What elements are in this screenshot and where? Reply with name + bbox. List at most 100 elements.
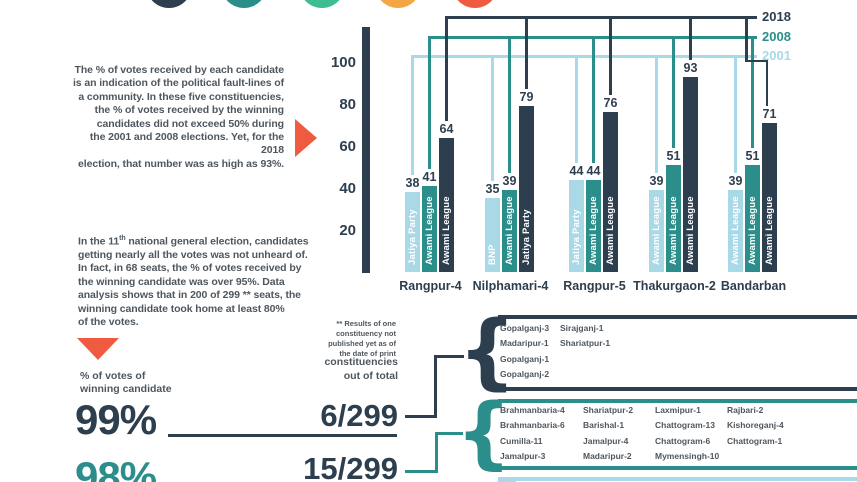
stat-fraction-6-299: 6/299 <box>320 398 398 433</box>
bar-2008-Nilphamari-4 <box>502 190 517 272</box>
y-tick-80: 80 <box>339 96 356 113</box>
connector-vertical-row1 <box>434 355 437 418</box>
legend-line-2001 <box>411 55 757 58</box>
pct-of-votes-label: % of votes of winning candidate <box>80 370 172 395</box>
y-tick-60: 60 <box>339 138 356 155</box>
list1-top-rule <box>498 315 857 319</box>
bar-2001-Thakurgaon-2 <box>649 190 664 272</box>
intro-paragraph: The % of votes received by each candidat… <box>72 64 284 170</box>
bar-party-label: BNP <box>487 244 498 265</box>
list2-top-rule <box>498 399 857 403</box>
bar-2008-Rangpur-5 <box>586 180 601 272</box>
bar-value-label: 39 <box>502 174 517 188</box>
bar-2001-Rangpur-5 <box>569 180 584 272</box>
legend-connector-2001-Rangpur-5 <box>575 55 578 163</box>
bar-2008-Thakurgaon-2 <box>666 165 681 272</box>
pointer-down-icon <box>77 338 119 360</box>
list1-column1: Gopalganj-3 Madaripur-1 Gopalganj-1 Gopa… <box>500 323 550 379</box>
bar-value-label: 71 <box>762 107 777 121</box>
brace-row2-icon: { <box>456 388 512 478</box>
category-label-Rangpur-5: Rangpur-5 <box>563 279 626 293</box>
stat-fraction-15-299: 15/299 <box>303 451 398 482</box>
legend-connector-2018-dogleg-v2 <box>765 59 768 106</box>
bar-2001-Bandarban <box>728 190 743 272</box>
bar-party-label: Awami League <box>605 196 616 265</box>
stat-percent-99: 99% <box>75 396 157 443</box>
connector-horizontal-row2 <box>435 432 463 435</box>
legend-connector-2008-Nilphamari-4 <box>508 36 511 173</box>
connector-dash-row1 <box>405 415 436 418</box>
list2-column1: Brahmanbaria-4 Brahmanbaria-6 Cumilla-11… <box>500 405 565 461</box>
row-divider-line <box>168 434 397 437</box>
header-circle-3 <box>299 0 345 8</box>
list2-column3: Laxmipur-1 Chattogram-13 Chattogram-6 My… <box>655 405 720 461</box>
y-axis-bar <box>362 27 370 273</box>
category-label-Thakurgaon-2: Thakurgaon-2 <box>633 279 716 293</box>
legend-connector-2008-Bandarban <box>751 36 754 148</box>
list2-bottom-rule <box>498 466 857 470</box>
bar-party-label: Awami League <box>730 196 741 265</box>
list2-column4: Rajbari-2 Kishoreganj-4 Chattogram-1 <box>727 405 784 446</box>
bar-party-label: Awami League <box>424 196 435 265</box>
header-circle-1 <box>146 0 192 8</box>
bar-party-label: Awami League <box>441 196 452 265</box>
legend-label-2018: 2018 <box>762 9 791 24</box>
bar-value-label: 64 <box>439 122 454 136</box>
category-label-Bandarban: Bandarban <box>720 279 787 293</box>
bar-value-label: 93 <box>683 61 698 75</box>
legend-label-2001: 2001 <box>762 48 791 63</box>
bar-2008-Rangpur-4 <box>422 186 437 272</box>
bar-2001-Nilphamari-4 <box>485 198 500 272</box>
bar-2018-Rangpur-5 <box>603 112 618 272</box>
list3-top-rule <box>498 477 857 481</box>
bar-party-label: Awami League <box>747 196 758 265</box>
bar-2018-Bandarban <box>762 123 777 272</box>
bar-party-label: Awami League <box>651 196 662 265</box>
second-paragraph-prefix: In the 11 <box>78 235 120 248</box>
bar-value-label: 79 <box>519 90 534 104</box>
connector-dash-row2 <box>405 470 436 473</box>
second-paragraph-rest: national general election, candidates ge… <box>78 235 309 328</box>
bar-2008-Bandarban <box>745 165 760 272</box>
category-label-Rangpur-4: Rangpur-4 <box>399 279 462 293</box>
bar-value-label: 39 <box>649 174 664 188</box>
bar-value-label: 35 <box>485 182 500 196</box>
bar-value-label: 44 <box>569 164 584 178</box>
legend-connector-2001-Nilphamari-4 <box>491 55 494 181</box>
brace-row3-icon: { <box>470 474 526 482</box>
second-paragraph: In the 11th national general election, c… <box>78 232 310 329</box>
connector-vertical-row2 <box>435 432 438 473</box>
legend-connector-2018-Thakurgaon-2 <box>689 16 692 60</box>
bar-party-label: Awami League <box>504 196 515 265</box>
legend-connector-2001-Rangpur-4 <box>411 55 414 175</box>
list1-column2: Sirajganj-1 Shariatpur-1 <box>560 323 611 349</box>
bar-value-label: 41 <box>422 170 437 184</box>
list1-bottom-rule <box>498 387 857 391</box>
stat-percent-98: 98% <box>75 453 157 482</box>
ordinal-superscript: th <box>119 235 126 242</box>
bar-party-label: Awami League <box>685 196 696 265</box>
legend-connector-2018-Rangpur-5 <box>609 16 612 95</box>
y-tick-100: 100 <box>330 54 356 71</box>
bar-party-label: Jatiya Party <box>571 209 582 265</box>
bar-value-label: 51 <box>745 149 760 163</box>
category-label-Nilphamari-4: Nilphamari-4 <box>472 279 549 293</box>
brace-row1-icon: { <box>458 304 517 399</box>
pointer-right-icon <box>295 119 317 157</box>
bar-value-label: 38 <box>405 176 420 190</box>
legend-connector-2008-Rangpur-5 <box>592 36 595 163</box>
legend-connector-2018-Nilphamari-4 <box>525 16 528 89</box>
bar-2018-Nilphamari-4 <box>519 106 534 272</box>
header-circle-4 <box>375 0 421 8</box>
legend-label-2008: 2008 <box>762 29 791 44</box>
bar-value-label: 39 <box>728 174 743 188</box>
connector-horizontal-row1 <box>434 355 464 358</box>
bar-2018-Thakurgaon-2 <box>683 77 698 272</box>
header-circle-5 <box>452 0 498 8</box>
legend-connector-2018-Rangpur-4 <box>445 16 448 121</box>
legend-connector-2008-Thakurgaon-2 <box>672 36 675 148</box>
bar-party-label: Awami League <box>764 196 775 265</box>
y-tick-20: 20 <box>339 222 356 239</box>
legend-connector-2001-Bandarban <box>734 55 737 173</box>
